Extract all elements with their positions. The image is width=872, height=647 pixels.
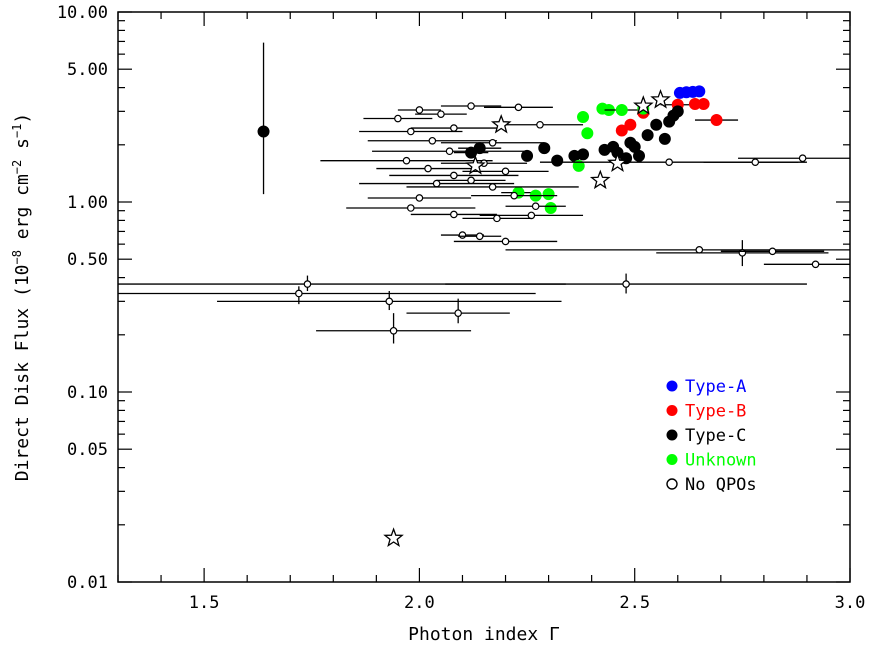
type-c-point — [465, 146, 478, 159]
star-point — [633, 95, 654, 115]
type-b-point — [697, 97, 710, 110]
no-qpos-point — [303, 280, 312, 288]
no-qpos-point — [389, 326, 398, 335]
type-c-point — [650, 118, 663, 131]
type-a-point — [693, 85, 706, 98]
x-tick-label: 2.0 — [404, 593, 435, 613]
type-b-point — [615, 124, 628, 137]
type-c-point — [658, 132, 671, 145]
star-point — [589, 169, 611, 190]
legend-label-type-a: Type-A — [685, 377, 746, 397]
legend-marker-type-c — [666, 429, 678, 441]
no-qpos-point — [450, 210, 458, 219]
unknown-point — [544, 201, 557, 214]
y-tick-label: 0.10 — [67, 383, 108, 403]
type-b-point — [624, 118, 637, 131]
type-c-point — [577, 148, 590, 161]
no-qpos-point — [394, 114, 402, 123]
no-qpos-point — [514, 103, 523, 112]
type-c-point — [551, 154, 564, 167]
no-qpos-point — [458, 231, 467, 239]
x-axis-label: Photon index Γ — [408, 624, 560, 645]
star-point — [490, 113, 512, 134]
y-tick-label: 0.05 — [67, 440, 108, 460]
y-tick-label: 0.50 — [67, 250, 108, 270]
no-qpos-point — [424, 164, 432, 173]
no-qpos-point — [454, 309, 462, 317]
star-point — [465, 154, 486, 175]
plot-frame — [117, 11, 851, 583]
type-c-point — [641, 129, 654, 142]
y-tick-label: 5.00 — [67, 60, 108, 80]
legend: Type-A Type-B Type-C Unknown No QPOs — [666, 377, 757, 495]
no-qpos-point — [531, 202, 540, 211]
type-c-point — [633, 149, 646, 162]
star-point — [383, 527, 404, 548]
unknown-point — [577, 111, 590, 124]
no-qpos-point — [488, 138, 497, 147]
x-tick-label: 3.0 — [835, 593, 866, 613]
type-b-point — [710, 114, 723, 127]
unknown-point — [572, 159, 585, 172]
no-qpos-point — [738, 249, 747, 257]
y-tick-label: 10.00 — [57, 3, 108, 23]
no-qpos-point — [751, 158, 760, 166]
unknown-point — [615, 103, 628, 116]
legend-label-type-c: Type-C — [685, 426, 746, 446]
no-qpos-point — [415, 194, 424, 202]
legend-label-type-b: Type-B — [685, 402, 746, 422]
no-qpos-point — [622, 280, 630, 288]
no-qpos-point — [450, 171, 458, 180]
no-qpos-point — [501, 167, 510, 176]
no-qpos-point — [536, 120, 544, 129]
x-tick-label: 1.5 — [189, 593, 220, 613]
no-qpos-point — [445, 147, 454, 156]
no-qpos-point — [402, 156, 411, 165]
no-qpos-point — [295, 289, 303, 298]
type-c-point — [257, 125, 270, 138]
no-qpos-point — [768, 247, 777, 256]
legend-marker-type-a — [666, 380, 678, 392]
y-tick-label: 1.00 — [67, 193, 108, 213]
no-qpos-point — [406, 127, 415, 136]
type-c-point — [521, 149, 534, 162]
no-qpos-point — [467, 176, 475, 185]
no-qpos-point — [488, 183, 497, 191]
no-qpos-point — [437, 110, 445, 118]
no-qpos-point — [428, 136, 437, 145]
no-qpos-point — [467, 102, 475, 110]
no-qpos-point — [811, 260, 820, 269]
legend-label-unknown: Unknown — [685, 451, 757, 471]
no-qpos-point — [406, 204, 415, 212]
no-qpos-point — [695, 246, 704, 254]
no-qpos-point — [450, 124, 458, 132]
star-point — [650, 88, 671, 109]
no-qpos-point — [493, 214, 501, 223]
legend-label-no-qpos: No QPOs — [685, 475, 757, 495]
axis-ticks — [117, 11, 851, 583]
data-marks — [118, 42, 850, 548]
legend-marker-no-qpos — [666, 478, 678, 490]
no-qpos-point — [798, 154, 807, 163]
no-qpos-point — [510, 191, 518, 200]
star-point — [607, 152, 628, 173]
no-qpos-point — [415, 106, 424, 114]
tick-labels: 1.5 2.0 2.5 3.0 0.01 0.05 0.10 0.50 1.00 5.00 10.0… — [57, 3, 866, 613]
legend-marker-type-b — [666, 405, 678, 416]
no-qpos-point — [501, 237, 510, 246]
unknown-point — [581, 127, 594, 140]
no-qpos-point — [385, 297, 394, 306]
unknown-point — [542, 188, 555, 201]
no-qpos-point — [432, 179, 441, 188]
x-tick-label: 2.5 — [619, 593, 650, 613]
y-tick-label: 0.01 — [67, 573, 108, 593]
no-qpos-point — [527, 211, 536, 220]
type-c-point — [538, 142, 551, 155]
no-qpos-point — [665, 158, 673, 166]
y-axis-label: Direct Disk Flux (10−8 erg cm−2 s−1) — [10, 113, 33, 482]
no-qpos-point — [475, 232, 484, 241]
type-c-point — [671, 105, 684, 118]
legend-marker-unknown — [666, 454, 678, 465]
